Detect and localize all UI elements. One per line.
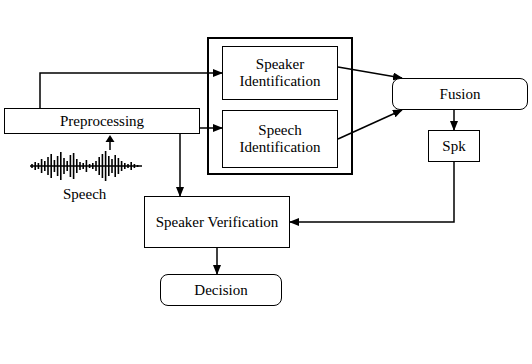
node-text: Preprocessing	[60, 113, 144, 130]
process-box: Speaker Verification	[144, 196, 290, 248]
node-text: Spk	[442, 138, 465, 155]
speech-waveform	[30, 151, 142, 181]
flow-arrow	[179, 134, 181, 196]
node-text: Speaker Verification	[156, 214, 279, 231]
process-box: Spk	[428, 130, 480, 162]
flow-arrow	[200, 127, 222, 129]
terminal-box: Fusion	[392, 78, 528, 110]
flow-arrow	[338, 110, 402, 139]
module-group-box	[208, 38, 352, 174]
terminal-box: Decision	[160, 274, 282, 306]
node-text: Fusion	[440, 86, 481, 103]
flow-arrow	[216, 248, 218, 274]
flow-arrow	[453, 110, 455, 130]
input-arrow-head	[106, 135, 115, 142]
flow-arrow	[40, 73, 222, 108]
process-box: Speaker Identification	[222, 46, 338, 100]
input-label: Speech	[62, 186, 107, 203]
flow-arrow	[338, 67, 402, 78]
node-text: Speaker Identification	[223, 56, 337, 90]
process-box: Preprocessing	[4, 108, 200, 134]
process-box: Speech Identification	[222, 110, 338, 168]
flow-arrow	[290, 162, 454, 222]
node-text: Decision	[194, 282, 247, 299]
node-text: Speech Identification	[223, 122, 337, 156]
